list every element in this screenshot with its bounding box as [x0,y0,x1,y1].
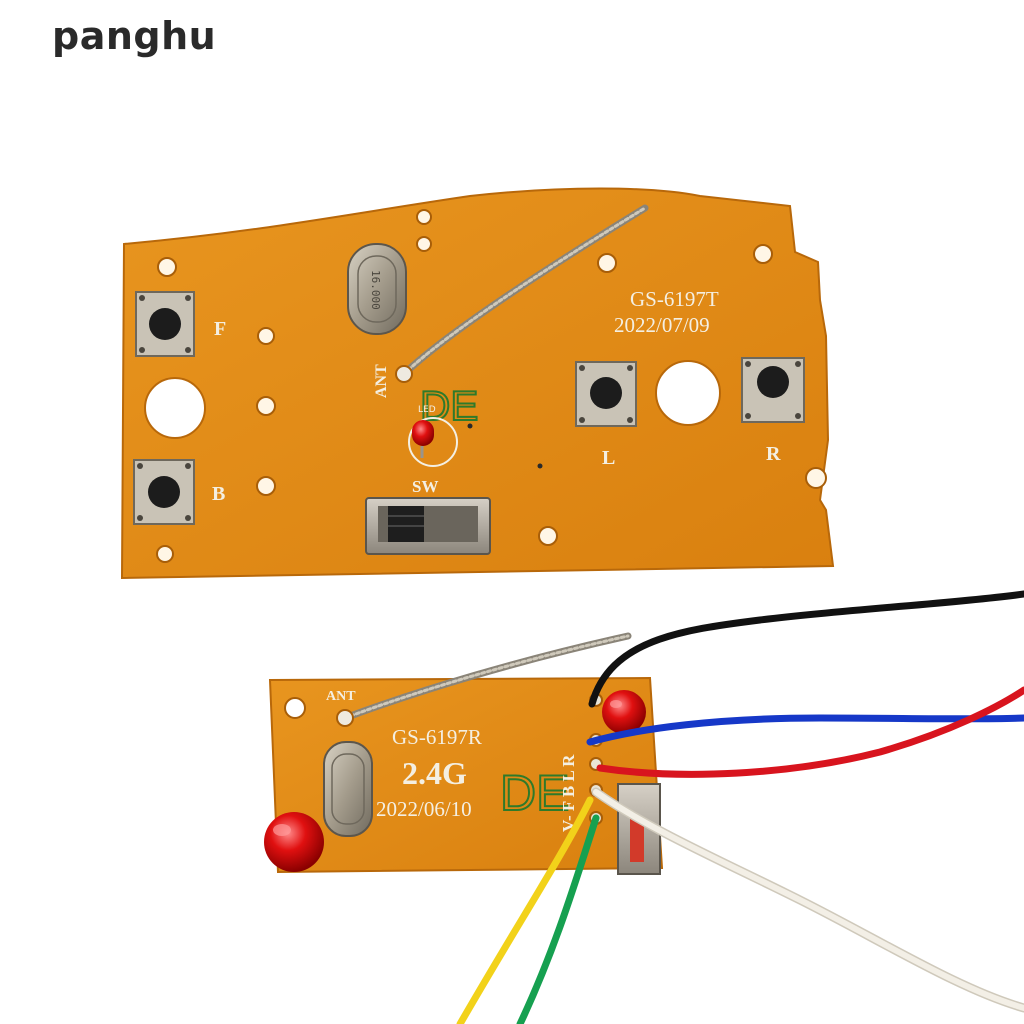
receiver-board: ANT DE GS-6197R 2.4G 2022/06/10 V- F B L… [264,632,664,875]
led-label: LED [418,405,436,415]
via [537,463,543,469]
wire-black [588,590,1024,708]
via [467,423,473,429]
ant-label: ANT [373,364,390,398]
mounting-hole [284,697,306,719]
power-switch[interactable] [365,497,491,555]
button-r[interactable] [741,357,805,423]
button-l-label: L [602,447,615,469]
transmitter-date: 2022/07/09 [614,313,710,337]
receiver-antenna [336,632,632,727]
receiver-led-right [602,690,646,734]
transmitter-antenna [395,204,649,383]
receiver-crystal [323,741,373,837]
wires [456,590,1024,1024]
button-r-label: R [766,443,781,465]
receiver-ant-label: ANT [326,689,356,704]
sw-label: SW [412,477,438,496]
receiver-band: 2.4G [402,755,467,791]
transmitter-pcb [120,187,835,580]
large-hole-left [144,377,206,439]
button-b[interactable] [133,459,195,525]
wire-yellow [456,796,594,1024]
pin-labels: V- F B L R [559,754,578,832]
wire-red [596,686,1024,778]
crystal-oscillator: 16.000 [347,243,407,335]
receiver-date: 2022/06/10 [376,797,472,821]
wire-green [516,814,600,1024]
crystal-label: 16.000 [369,270,382,310]
receiver-led-left [264,812,324,872]
transmitter-board: 16.000 ANT DE LED SW [120,187,835,580]
receiver-model: GS-6197R [392,725,482,749]
button-f-label: F [214,318,226,340]
watermark-text: panghu [52,14,217,58]
large-hole-right [655,360,721,426]
transmitter-led [408,417,458,467]
button-f[interactable] [135,291,195,357]
button-b-label: B [212,483,225,505]
receiver-de-marker: DE [500,765,569,821]
transmitter-model: GS-6197T [630,287,719,311]
button-l[interactable] [575,361,637,427]
